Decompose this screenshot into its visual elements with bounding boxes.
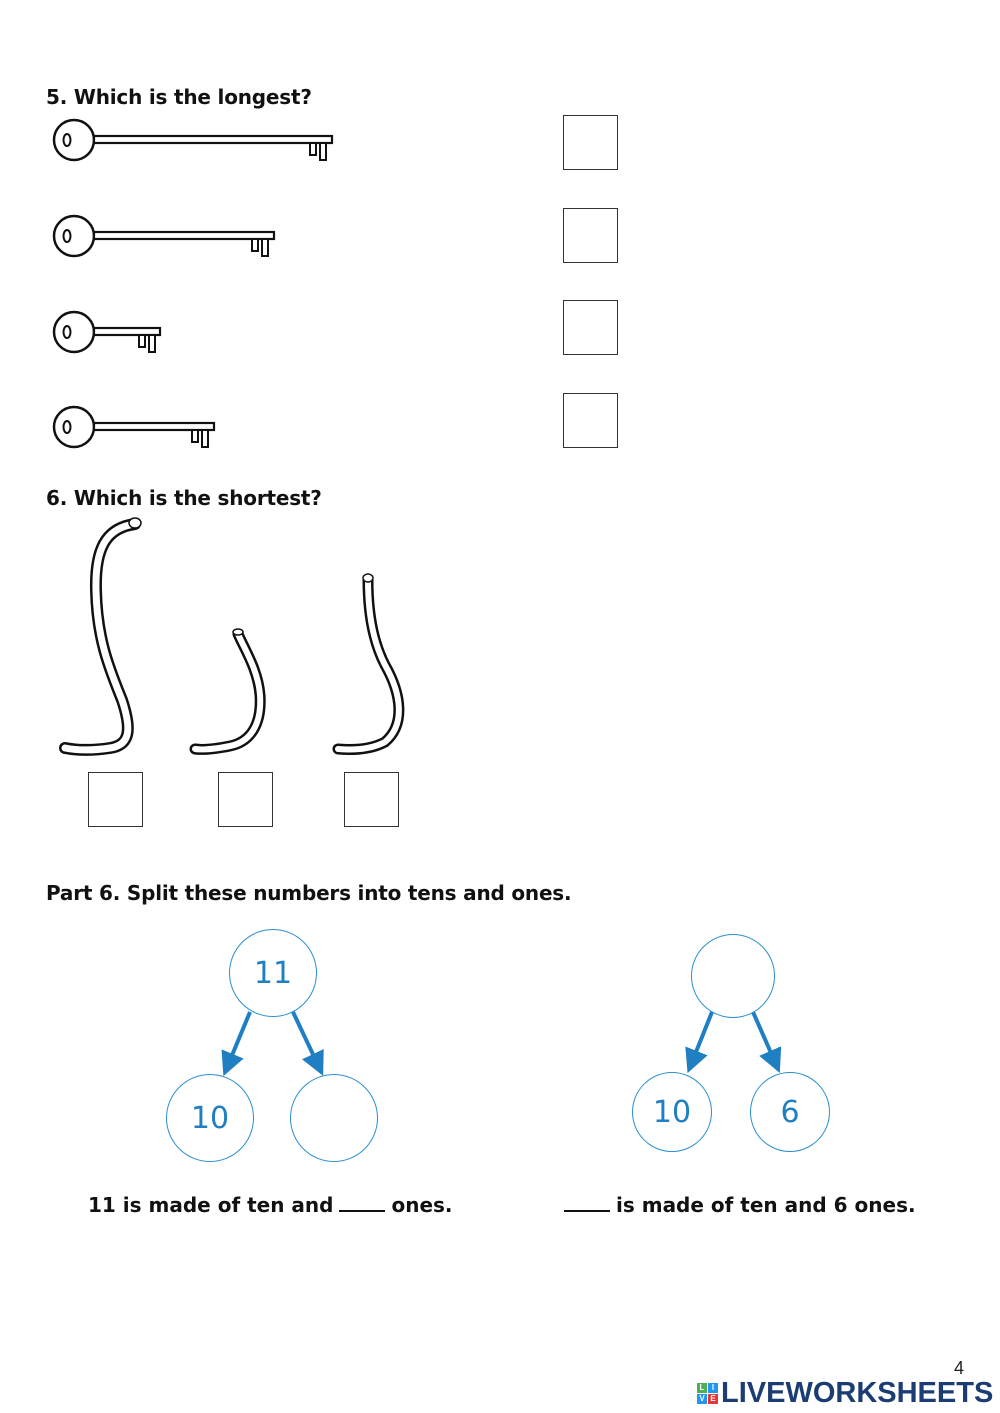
- bond1-whole-circle: 11: [229, 929, 317, 1017]
- bond2-whole-input[interactable]: [691, 934, 775, 1018]
- q5-checkbox-1[interactable]: [563, 115, 618, 170]
- bond-arrows-2: [685, 1011, 782, 1074]
- bond2-answer-blank[interactable]: [564, 1192, 610, 1212]
- bond1-left-part-circle: 10: [166, 1074, 254, 1162]
- q6-checkbox-3[interactable]: [344, 772, 399, 827]
- bond2-right-part-circle: 6: [750, 1072, 830, 1152]
- bond1-sentence-post: ones.: [391, 1193, 453, 1217]
- page-number: 4: [954, 1358, 965, 1378]
- q5-title: 5. Which is the longest?: [46, 85, 312, 109]
- bond1-sentence-pre: 11 is made of ten and: [88, 1193, 334, 1217]
- key-icon-2: [52, 214, 276, 258]
- part6-title: Part 6. Split these numbers into tens an…: [46, 881, 572, 905]
- q5-checkbox-2[interactable]: [563, 208, 618, 263]
- bond1-answer-blank[interactable]: [339, 1192, 386, 1212]
- bond1-right-part-input[interactable]: [290, 1074, 378, 1162]
- q6-checkbox-2[interactable]: [218, 772, 273, 827]
- worm-icon-tall: [59, 517, 142, 756]
- logo-tiles-icon: L I V E: [697, 1383, 718, 1404]
- worm-icon-medium: [332, 573, 405, 755]
- q5-checkbox-4[interactable]: [563, 393, 618, 448]
- liveworksheets-logo: L I V E LIVEWORKSHEETS: [697, 1377, 993, 1410]
- worm-icon-short: [189, 628, 266, 755]
- key-icon-4: [52, 405, 216, 449]
- key-icon-3: [52, 310, 162, 354]
- brand-name: LIVEWORKSHEETS: [721, 1377, 994, 1409]
- bond2-sentence-post: is made of ten and 6 ones.: [616, 1193, 916, 1217]
- q6-checkbox-1[interactable]: [88, 772, 143, 827]
- q5-checkbox-3[interactable]: [563, 300, 618, 355]
- bond-arrows-1: [221, 1011, 324, 1077]
- worms-illustration: [59, 517, 405, 756]
- bond1-sentence: 11 is made of ten and ones.: [88, 1192, 453, 1217]
- key-icon-1: [52, 118, 334, 162]
- bond2-left-part-circle: 10: [632, 1072, 712, 1152]
- bond2-sentence: is made of ten and 6 ones.: [558, 1192, 916, 1217]
- q6-title: 6. Which is the shortest?: [46, 486, 322, 510]
